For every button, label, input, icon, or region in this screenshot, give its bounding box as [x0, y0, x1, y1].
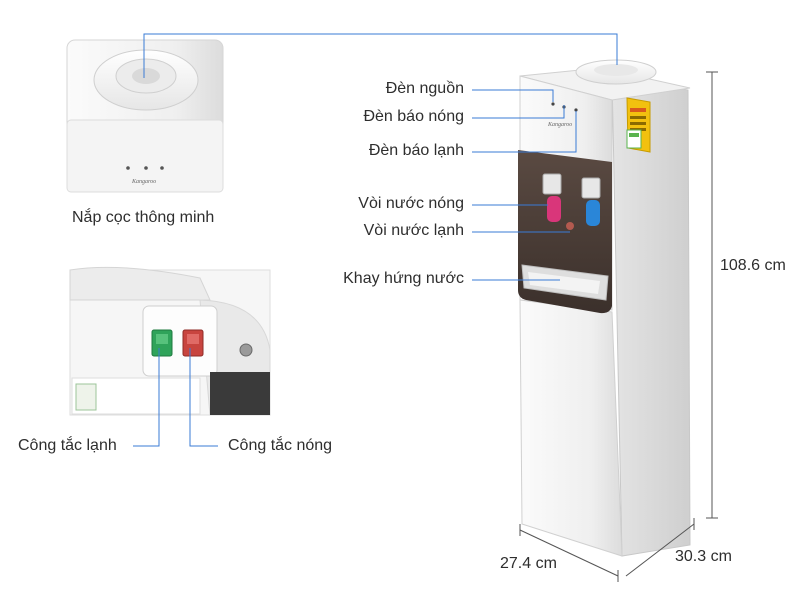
brand-logo: Kangaroo — [547, 122, 572, 128]
label-cold-indicator: Đèn báo lạnh — [368, 142, 464, 159]
leader-lines — [133, 33, 618, 447]
brand-logo-small: Kangaroo — [131, 179, 156, 185]
label-smart-cap: Nắp cọc thông minh — [72, 209, 215, 226]
label-hot-indicator: Đèn báo nóng — [363, 108, 464, 125]
label-hot-switch: Công tắc nóng — [228, 437, 333, 454]
smart-cap-inset: Kangaroo — [66, 39, 224, 193]
label-cold-switch: Công tắc lạnh — [18, 437, 117, 454]
label-hot-tap: Vòi nước nóng — [358, 195, 464, 212]
label-power-light: Đèn nguồn — [385, 80, 464, 97]
label-cold-tap: Vòi nước lạnh — [363, 222, 464, 239]
dimension-depth: 30.3 cm — [675, 548, 732, 565]
dimension-width: 27.4 cm — [500, 555, 557, 572]
label-drip-tray: Khay hứng nước — [343, 270, 464, 287]
switch-panel-inset — [69, 266, 271, 416]
dimension-height: 108.6 cm — [720, 257, 786, 274]
dimension-lines — [519, 71, 718, 582]
dispenser-body: Kangaroo — [518, 59, 691, 557]
